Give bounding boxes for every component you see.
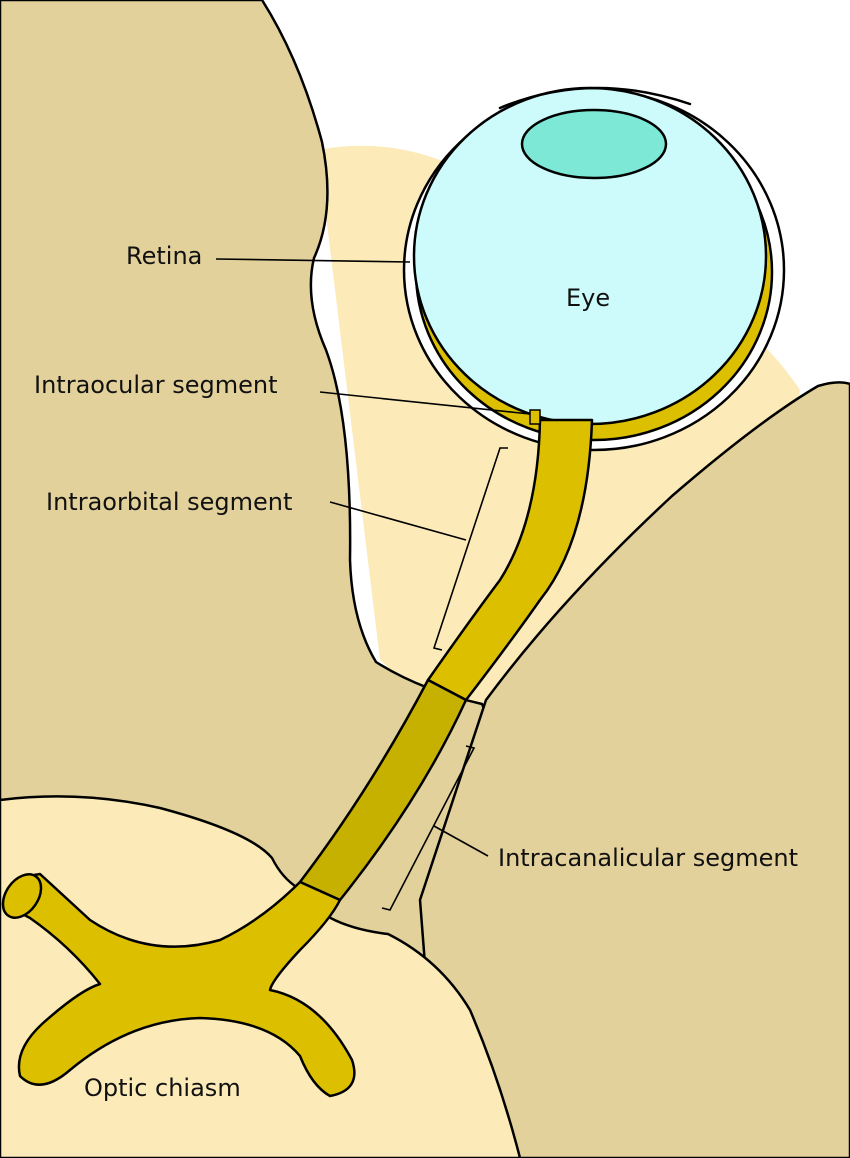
optic-chiasm-shape [3,872,356,1098]
label-retina: Retina [126,242,202,270]
intraorbital-leader [329,501,467,541]
label-intraocular: Intraocular segment [34,371,278,399]
right-bone [418,381,850,1158]
label-intraorbital: Intraorbital segment [46,488,292,516]
retina-leader [215,258,411,263]
label-optic-chiasm: Optic chiasm [84,1074,241,1102]
label-eye: Eye [566,284,610,312]
intraocular-leader [319,391,531,415]
lens [520,108,668,180]
intraocular-marker [529,409,541,425]
cornea [498,86,692,110]
intracanalicular-bracket [381,745,476,911]
intraorbital-bracket [432,447,508,651]
nerve-cut-end [1,873,43,919]
label-intracanalicular: Intracanalicular segment [498,844,798,872]
intracanalicular-leader [433,825,489,857]
